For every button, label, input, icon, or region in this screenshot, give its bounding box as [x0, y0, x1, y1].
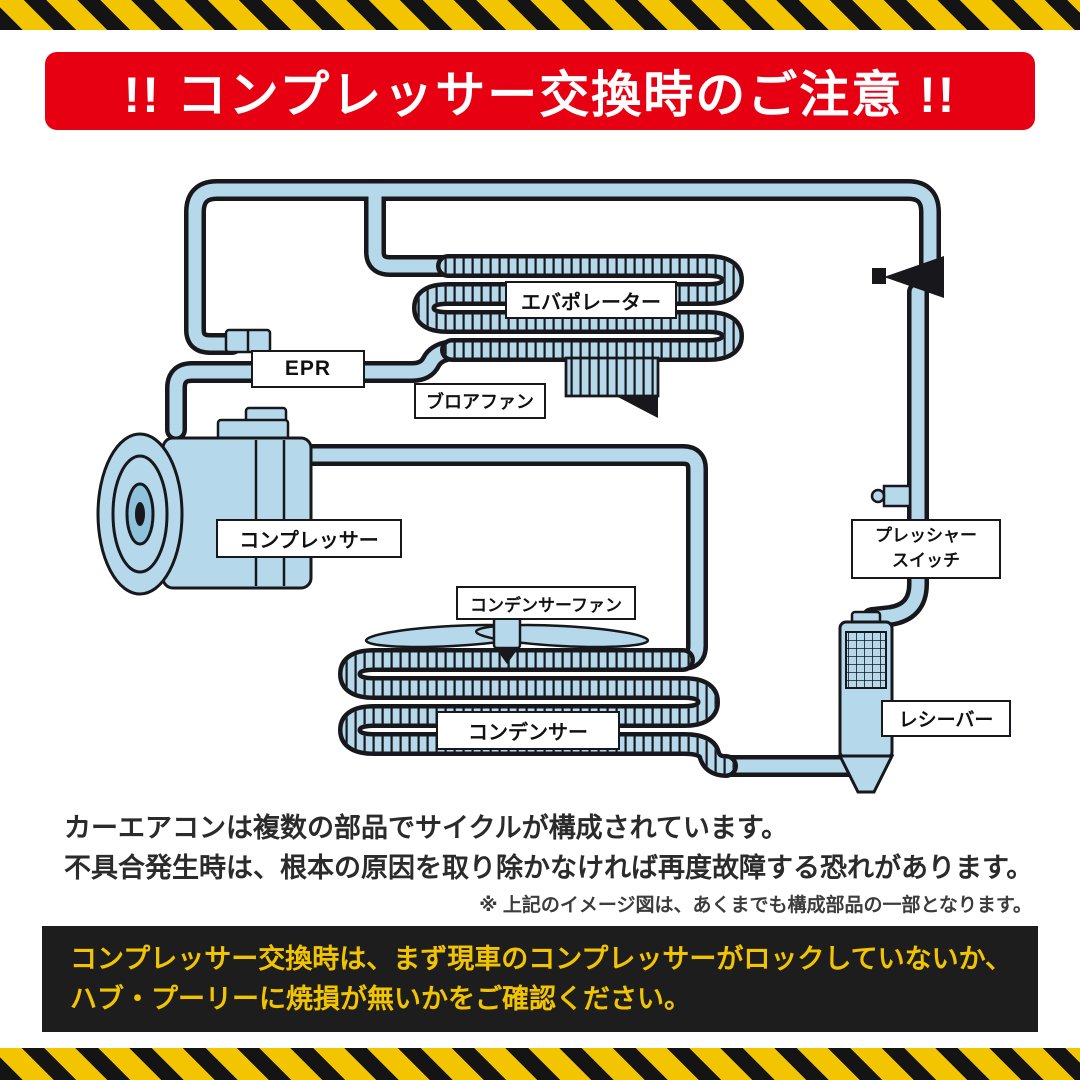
- label-evaporator-text: エバポレーター: [521, 291, 661, 314]
- label-blower-fan-text: ブロアファン: [426, 392, 534, 412]
- label-pressure-switch-line2: スイッチ: [892, 551, 960, 570]
- label-evaporator: エバポレーター: [505, 281, 677, 319]
- fan-hub: [492, 616, 522, 650]
- label-condenser-fan-text: コンデンサーファン: [470, 595, 622, 615]
- epr-fitting: [224, 328, 272, 354]
- receiver-figure: [837, 610, 895, 794]
- label-condenser: コンデンサー: [436, 711, 620, 750]
- compressor-figure: [96, 406, 313, 596]
- blower-outlet: [616, 396, 658, 418]
- condenser-fan-figure: [364, 616, 650, 664]
- blower-fan-figure: [564, 356, 660, 418]
- receiver-funnel: [837, 754, 895, 794]
- receiver-sight-grid: [845, 631, 887, 689]
- warning-box: コンプレッサー交換時は、まず現車のコンプレッサーがロックしていないか、 ハブ・プ…: [42, 926, 1038, 1032]
- label-epr-text: EPR: [284, 357, 332, 380]
- label-pressure-switch-line1: プレッシャー: [875, 526, 977, 546]
- label-condenser-text: コンデンサー: [468, 722, 588, 744]
- body-text-note: ※ 上記のイメージ図は、あくまでも構成部品の一部となります。: [479, 895, 1032, 916]
- warning-line1: コンプレッサー交換時は、まず現車のコンプレッサーがロックしていないか、: [70, 944, 1013, 974]
- refrigerant-pipes-fill: [169, 183, 937, 773]
- label-receiver: レシーバー: [881, 700, 1011, 737]
- label-pressure-switch: プレッシャー スイッチ: [851, 519, 1001, 579]
- hazard-stripe-bottom: [0, 1048, 1080, 1080]
- label-condenser-fan: コンデンサーファン: [456, 586, 636, 620]
- label-blower-fan: ブロアファン: [414, 383, 546, 419]
- hazard-stripe-top: [0, 0, 1080, 30]
- body-text-line2: 不具合発生時は、根本の原因を取り除かなければ再度故障する恐れがあります。: [64, 853, 1034, 883]
- coils-fins: [342, 258, 740, 774]
- pipe-evaporator-inlet: [364, 181, 457, 277]
- caution-banner-title: !! コンプレッサー交換時のご注意 !!: [123, 67, 957, 123]
- label-epr: EPR: [251, 350, 365, 388]
- label-receiver-text: レシーバー: [898, 710, 994, 731]
- caution-banner: !! コンプレッサー交換時のご注意 !!: [45, 52, 1035, 130]
- pressure-switch-port: [870, 484, 912, 508]
- service-valve: [872, 256, 944, 298]
- body-text-line1: カーエアコンは複数の部品でサイクルが構成されています。: [64, 813, 789, 843]
- label-compressor-text: コンプレッサー: [239, 530, 379, 552]
- warning-line2: ハブ・プーリーに焼損が無いかをご確認ください。: [70, 984, 691, 1014]
- label-compressor: コンプレッサー: [216, 519, 402, 558]
